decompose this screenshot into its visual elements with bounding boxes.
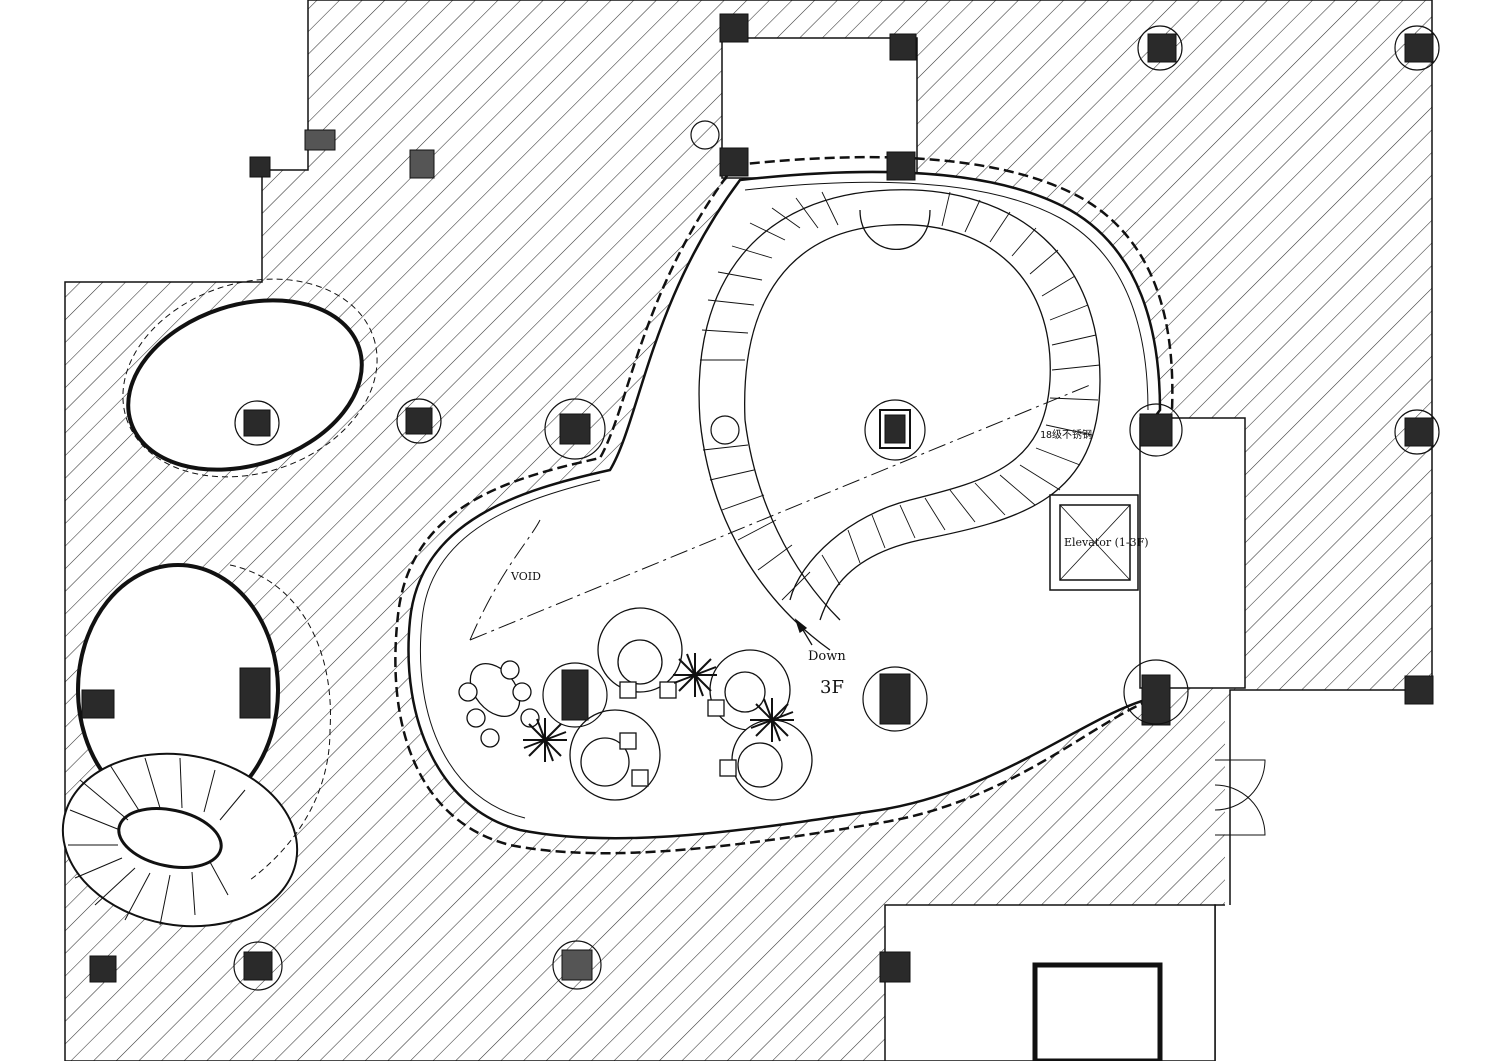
floor-label: 3F xyxy=(820,677,844,698)
void-diagonal xyxy=(469,384,1091,641)
elevator-car xyxy=(1049,494,1139,591)
down-arrow-icon xyxy=(794,618,813,646)
lounge-seating xyxy=(458,607,813,801)
structural-column-icon xyxy=(81,13,1434,983)
left-decorative-curves xyxy=(122,278,378,881)
railing-lines xyxy=(394,155,1174,855)
left-spiral-stair xyxy=(68,757,246,926)
elevator-label: Elevator (1-3F) xyxy=(1064,536,1149,549)
door-swing-icon xyxy=(1214,759,1266,836)
palm-plant-icon xyxy=(523,653,794,762)
stair-note-label: 18级不锈钢 xyxy=(1040,428,1092,441)
down-label: Down xyxy=(808,649,846,664)
column-rings xyxy=(233,25,1440,991)
void-label: VOID xyxy=(510,570,541,583)
